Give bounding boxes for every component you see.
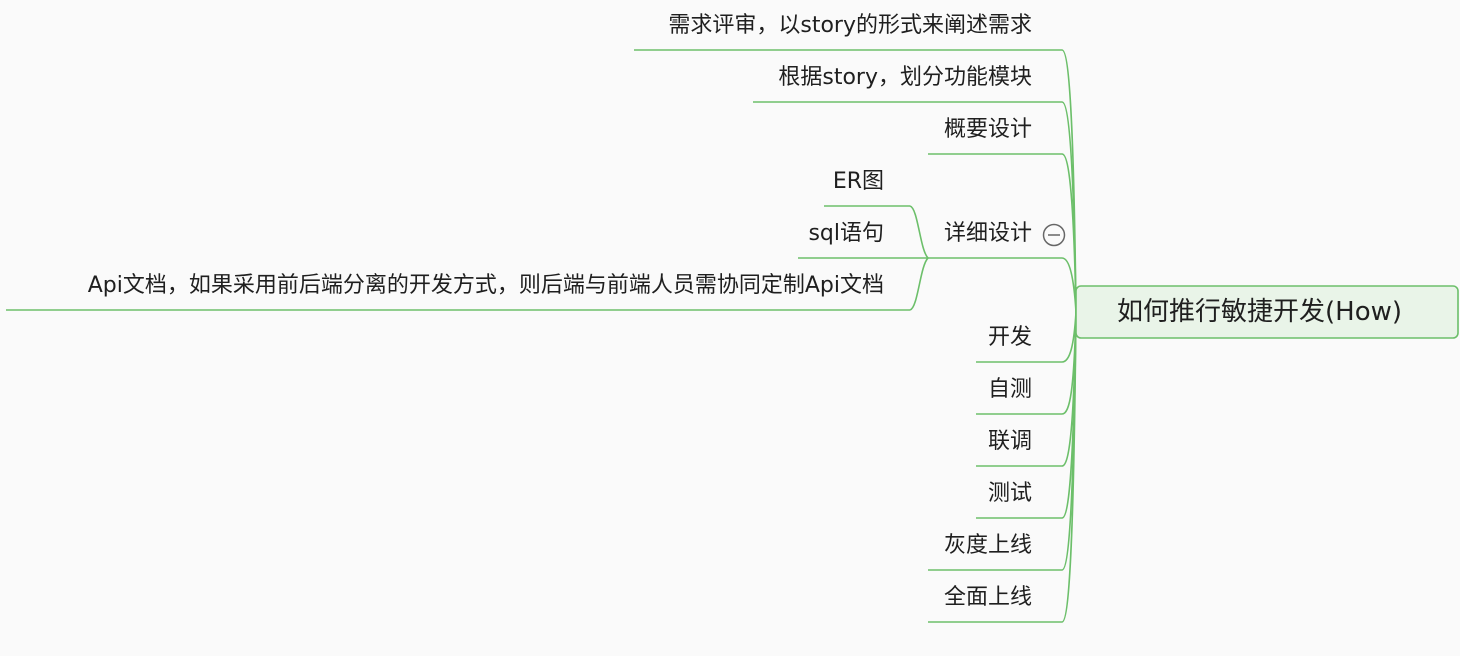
connector-4	[1061, 257, 1077, 313]
root-node-box[interactable]	[1075, 285, 1459, 339]
connector-3	[1061, 153, 1077, 313]
node-overview-design[interactable]: 概要设计	[943, 117, 1032, 142]
node-er-diagram[interactable]: ER图	[832, 169, 884, 194]
detail-connectors	[909, 205, 929, 311]
node-development[interactable]: 开发	[987, 325, 1032, 350]
root-node-label[interactable]: 如何推行敏捷开发(How)	[1117, 297, 1403, 327]
node-sql-statements[interactable]: sql语句	[808, 221, 884, 246]
detail-connector-1	[909, 205, 929, 259]
node-testing[interactable]: 测试	[987, 481, 1032, 506]
detail-connector-3	[909, 257, 929, 311]
node-self-test[interactable]: 自测	[987, 377, 1032, 402]
node-requirement-review[interactable]: 需求评审，以story的形式来阐述需求	[668, 13, 1032, 38]
node-integration[interactable]: 联调	[987, 429, 1032, 454]
connector-1	[1061, 49, 1077, 313]
connector-2	[1061, 101, 1077, 313]
collapse-toggle[interactable]	[1042, 223, 1066, 247]
connector-10	[1061, 311, 1077, 623]
node-underlines	[634, 49, 1062, 623]
node-full-release[interactable]: 全面上线	[943, 585, 1032, 610]
node-detailed-design[interactable]: 详细设计	[943, 221, 1032, 246]
root-connectors	[1061, 49, 1077, 623]
detail-underlines	[6, 205, 910, 311]
node-api-doc[interactable]: Api文档，如果采用前后端分离的开发方式，则后端与前端人员需协同定制Api文档	[87, 273, 884, 298]
node-gray-release[interactable]: 灰度上线	[943, 533, 1032, 558]
node-split-modules[interactable]: 根据story，划分功能模块	[778, 65, 1032, 90]
